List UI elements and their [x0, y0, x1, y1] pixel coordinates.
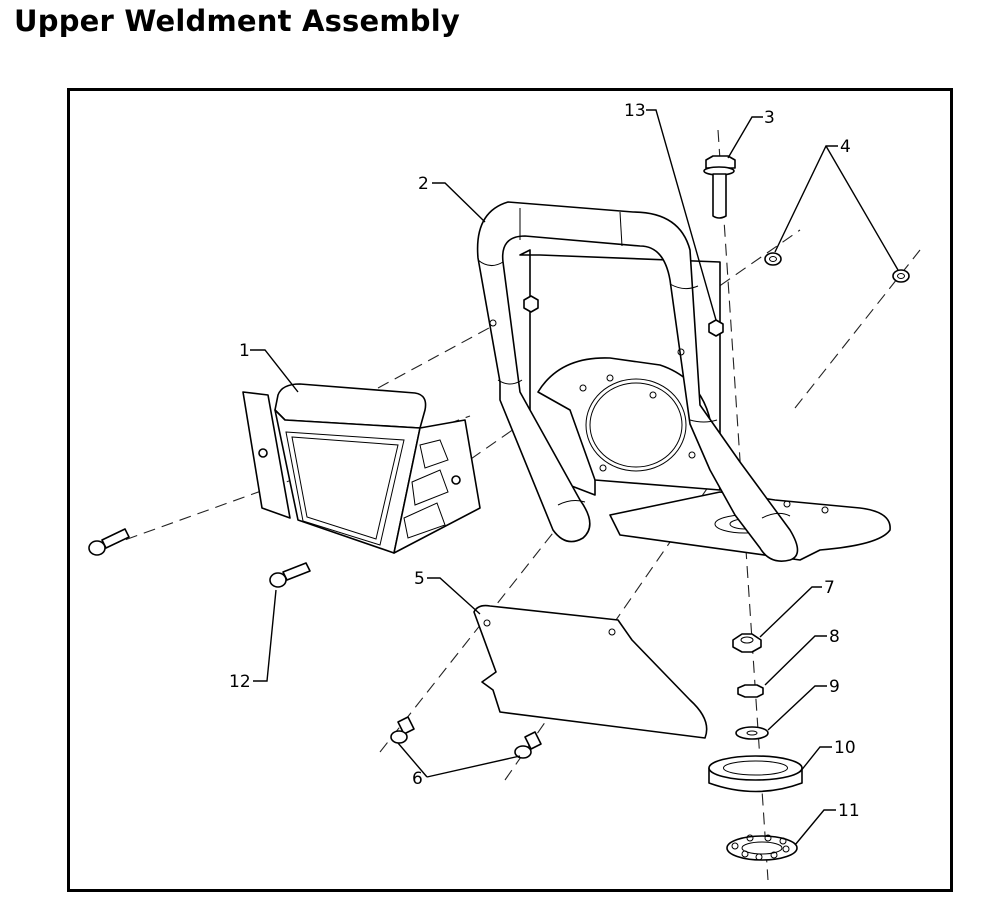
part-6-bolts [390, 716, 542, 759]
callout-8: 8 [829, 627, 840, 647]
callout-4: 4 [840, 137, 851, 157]
callout-5: 5 [414, 569, 425, 589]
part-2-handle-weldment [476, 201, 891, 562]
callout-6: 6 [412, 769, 423, 789]
part-9-washer [735, 726, 769, 740]
diagram-frame [67, 88, 953, 892]
callout-2: 2 [418, 174, 429, 194]
callout-1: 1 [239, 341, 250, 361]
callout-10: 10 [834, 738, 856, 758]
part-11-thrust-bearing [726, 834, 798, 861]
part-3-bolt [703, 155, 736, 219]
part-5-plate [473, 604, 708, 739]
callout-labels: 1 2 3 4 5 6 7 8 9 10 11 12 13 [229, 101, 860, 821]
leader-lines [250, 109, 899, 846]
callout-13: 13 [624, 101, 646, 121]
part-12-bolts [88, 528, 311, 588]
part-8-nut [737, 684, 764, 698]
part-7-nut [732, 633, 762, 653]
callout-3: 3 [764, 108, 775, 128]
page-title: Upper Weldment Assembly [14, 4, 461, 38]
callout-12: 12 [229, 672, 251, 692]
callout-9: 9 [829, 677, 840, 697]
part-4-nuts [764, 252, 910, 283]
part-1-cover [242, 383, 481, 554]
callout-11: 11 [838, 801, 860, 821]
callout-7: 7 [824, 578, 835, 598]
part-10-bearing-ring [708, 755, 803, 793]
